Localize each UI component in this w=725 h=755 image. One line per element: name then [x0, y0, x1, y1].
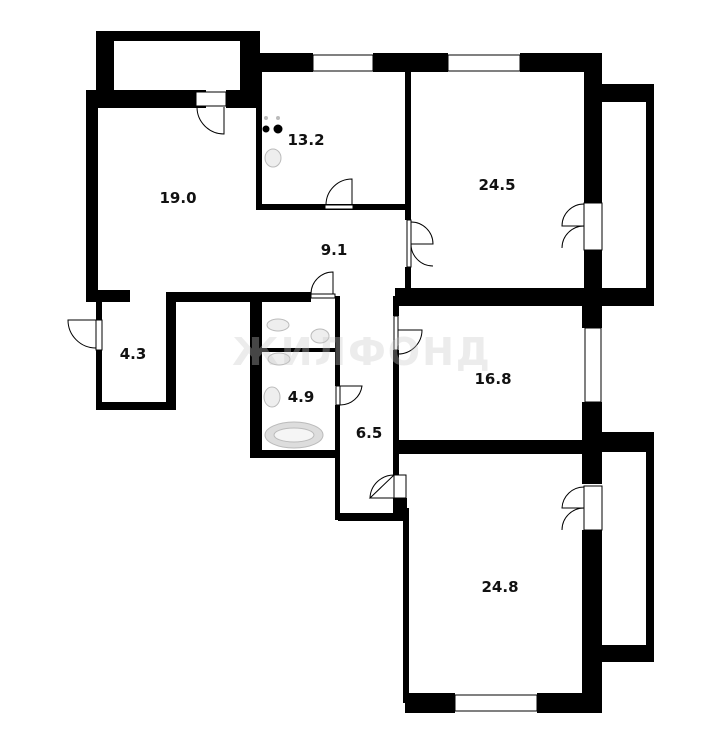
doors [67, 91, 603, 531]
windows [312, 54, 602, 712]
room-area-living: 19.0 [159, 189, 197, 207]
room-area-bedroom-3: 24.8 [481, 578, 519, 596]
washbasin-icon [263, 328, 330, 408]
watermark: ЖИЛФОНД [232, 330, 492, 374]
room-area-bedroom-2: 16.8 [474, 370, 512, 388]
room-area-bathroom: 4.9 [287, 388, 315, 406]
stove-icon [262, 116, 283, 134]
fixtures [262, 116, 330, 449]
room-area-hall: 9.1 [320, 241, 348, 259]
room-area-storage: 4.3 [119, 345, 147, 363]
room-area-kitchen: 13.2 [287, 131, 325, 149]
toilet-icon [266, 318, 291, 366]
room-area-bedroom-1: 24.5 [478, 176, 516, 194]
bathtub-icon [264, 421, 324, 449]
room-area-corridor: 6.5 [355, 424, 383, 442]
sink-icon [264, 148, 282, 168]
walls [86, 31, 654, 713]
